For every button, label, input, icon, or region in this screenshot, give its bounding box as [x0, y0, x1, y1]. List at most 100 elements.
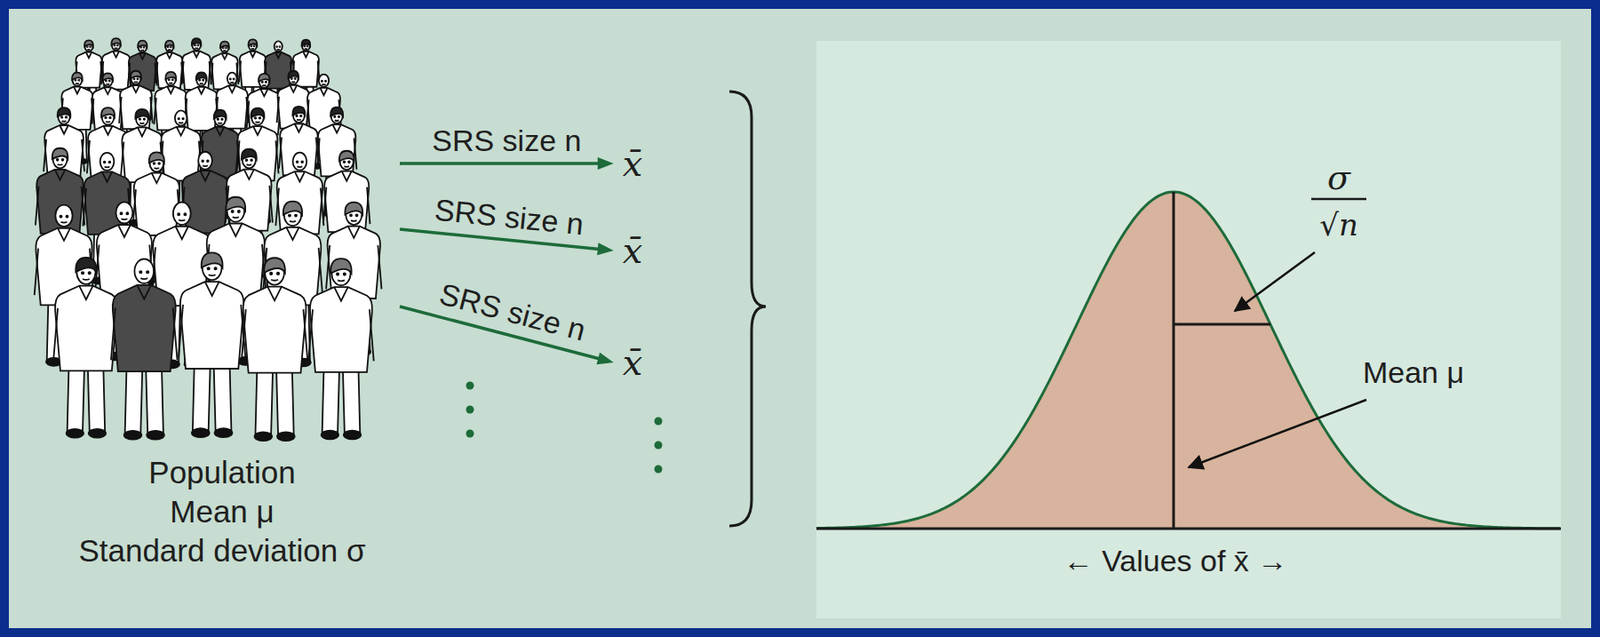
mouth	[57, 163, 64, 167]
eye	[253, 44, 256, 48]
shoe	[254, 431, 273, 441]
eye	[86, 45, 89, 48]
collar	[176, 127, 186, 136]
arm	[35, 186, 40, 226]
eye	[153, 162, 156, 165]
arm	[119, 96, 121, 124]
edge-label: SRS size n	[436, 276, 590, 349]
eye	[59, 215, 62, 218]
mouth	[208, 273, 216, 277]
collar	[151, 173, 162, 184]
collar	[249, 51, 255, 57]
mouth	[105, 120, 111, 123]
eye	[288, 214, 291, 217]
eye	[265, 81, 267, 83]
hair	[330, 258, 351, 273]
arrowhead	[597, 157, 614, 170]
eye	[158, 162, 160, 165]
torso	[277, 171, 323, 234]
collar	[319, 87, 327, 96]
torso	[310, 286, 373, 373]
hair	[75, 257, 96, 272]
collar	[55, 169, 66, 181]
head	[115, 201, 133, 223]
mouth	[134, 80, 138, 83]
eye	[65, 215, 68, 218]
arm	[369, 309, 375, 361]
eye	[259, 117, 261, 119]
mouth	[337, 278, 345, 282]
mouth	[140, 277, 148, 280]
eye	[224, 47, 228, 50]
mouth	[199, 82, 204, 85]
collar	[294, 123, 303, 132]
eye	[356, 214, 359, 216]
torso	[211, 53, 238, 89]
eye	[350, 214, 352, 216]
torso	[119, 85, 152, 129]
eye	[194, 44, 196, 46]
shoe	[66, 429, 84, 438]
arm	[81, 139, 85, 172]
eye	[343, 160, 346, 163]
node-title: x̄	[622, 142, 644, 185]
eye	[88, 45, 92, 48]
torso	[278, 85, 310, 129]
hair	[165, 40, 175, 48]
arm	[53, 308, 58, 360]
hair	[149, 151, 165, 163]
node-title: x̄	[622, 229, 644, 272]
leg	[67, 362, 85, 431]
arm	[275, 140, 279, 174]
inner-panel	[8, 8, 1592, 629]
arrowhead	[597, 242, 614, 255]
normal-curve	[816, 191, 1561, 529]
mouth	[222, 49, 226, 52]
arm	[302, 309, 308, 362]
mouth	[350, 219, 358, 223]
crowd-illustration	[34, 38, 383, 441]
collar	[199, 170, 210, 181]
mouth	[262, 84, 266, 87]
collar	[198, 87, 206, 95]
leg	[342, 363, 360, 432]
eye	[250, 159, 253, 161]
eye	[249, 44, 253, 48]
torso	[185, 87, 218, 131]
arm	[120, 142, 124, 176]
hair	[111, 38, 121, 45]
eye	[183, 213, 186, 215]
eye	[306, 45, 310, 48]
mouth	[62, 119, 67, 122]
head	[55, 205, 72, 228]
eye	[62, 159, 64, 161]
eye	[338, 116, 340, 118]
eye	[222, 47, 225, 50]
mouth	[153, 167, 160, 170]
collar	[286, 227, 299, 240]
mouth	[167, 48, 171, 51]
hair	[251, 108, 265, 119]
mouth	[246, 163, 253, 166]
shoe	[191, 428, 210, 438]
eye	[172, 79, 174, 80]
eye	[126, 212, 128, 215]
hair	[214, 110, 227, 120]
shoe	[88, 429, 106, 438]
shoe	[214, 428, 233, 438]
eye	[262, 81, 263, 83]
collar	[294, 171, 305, 182]
arm	[173, 307, 178, 360]
brace	[729, 91, 766, 526]
head	[227, 72, 238, 86]
mouth	[75, 82, 80, 85]
eye	[348, 160, 351, 163]
sd-denominator: √n	[1319, 206, 1359, 243]
sample-mean: x̄	[617, 227, 649, 274]
hair	[137, 40, 147, 48]
node-title: x̄	[622, 341, 644, 384]
mouth	[104, 166, 111, 169]
eye	[214, 267, 216, 270]
arm	[87, 140, 90, 174]
eye	[207, 267, 210, 270]
